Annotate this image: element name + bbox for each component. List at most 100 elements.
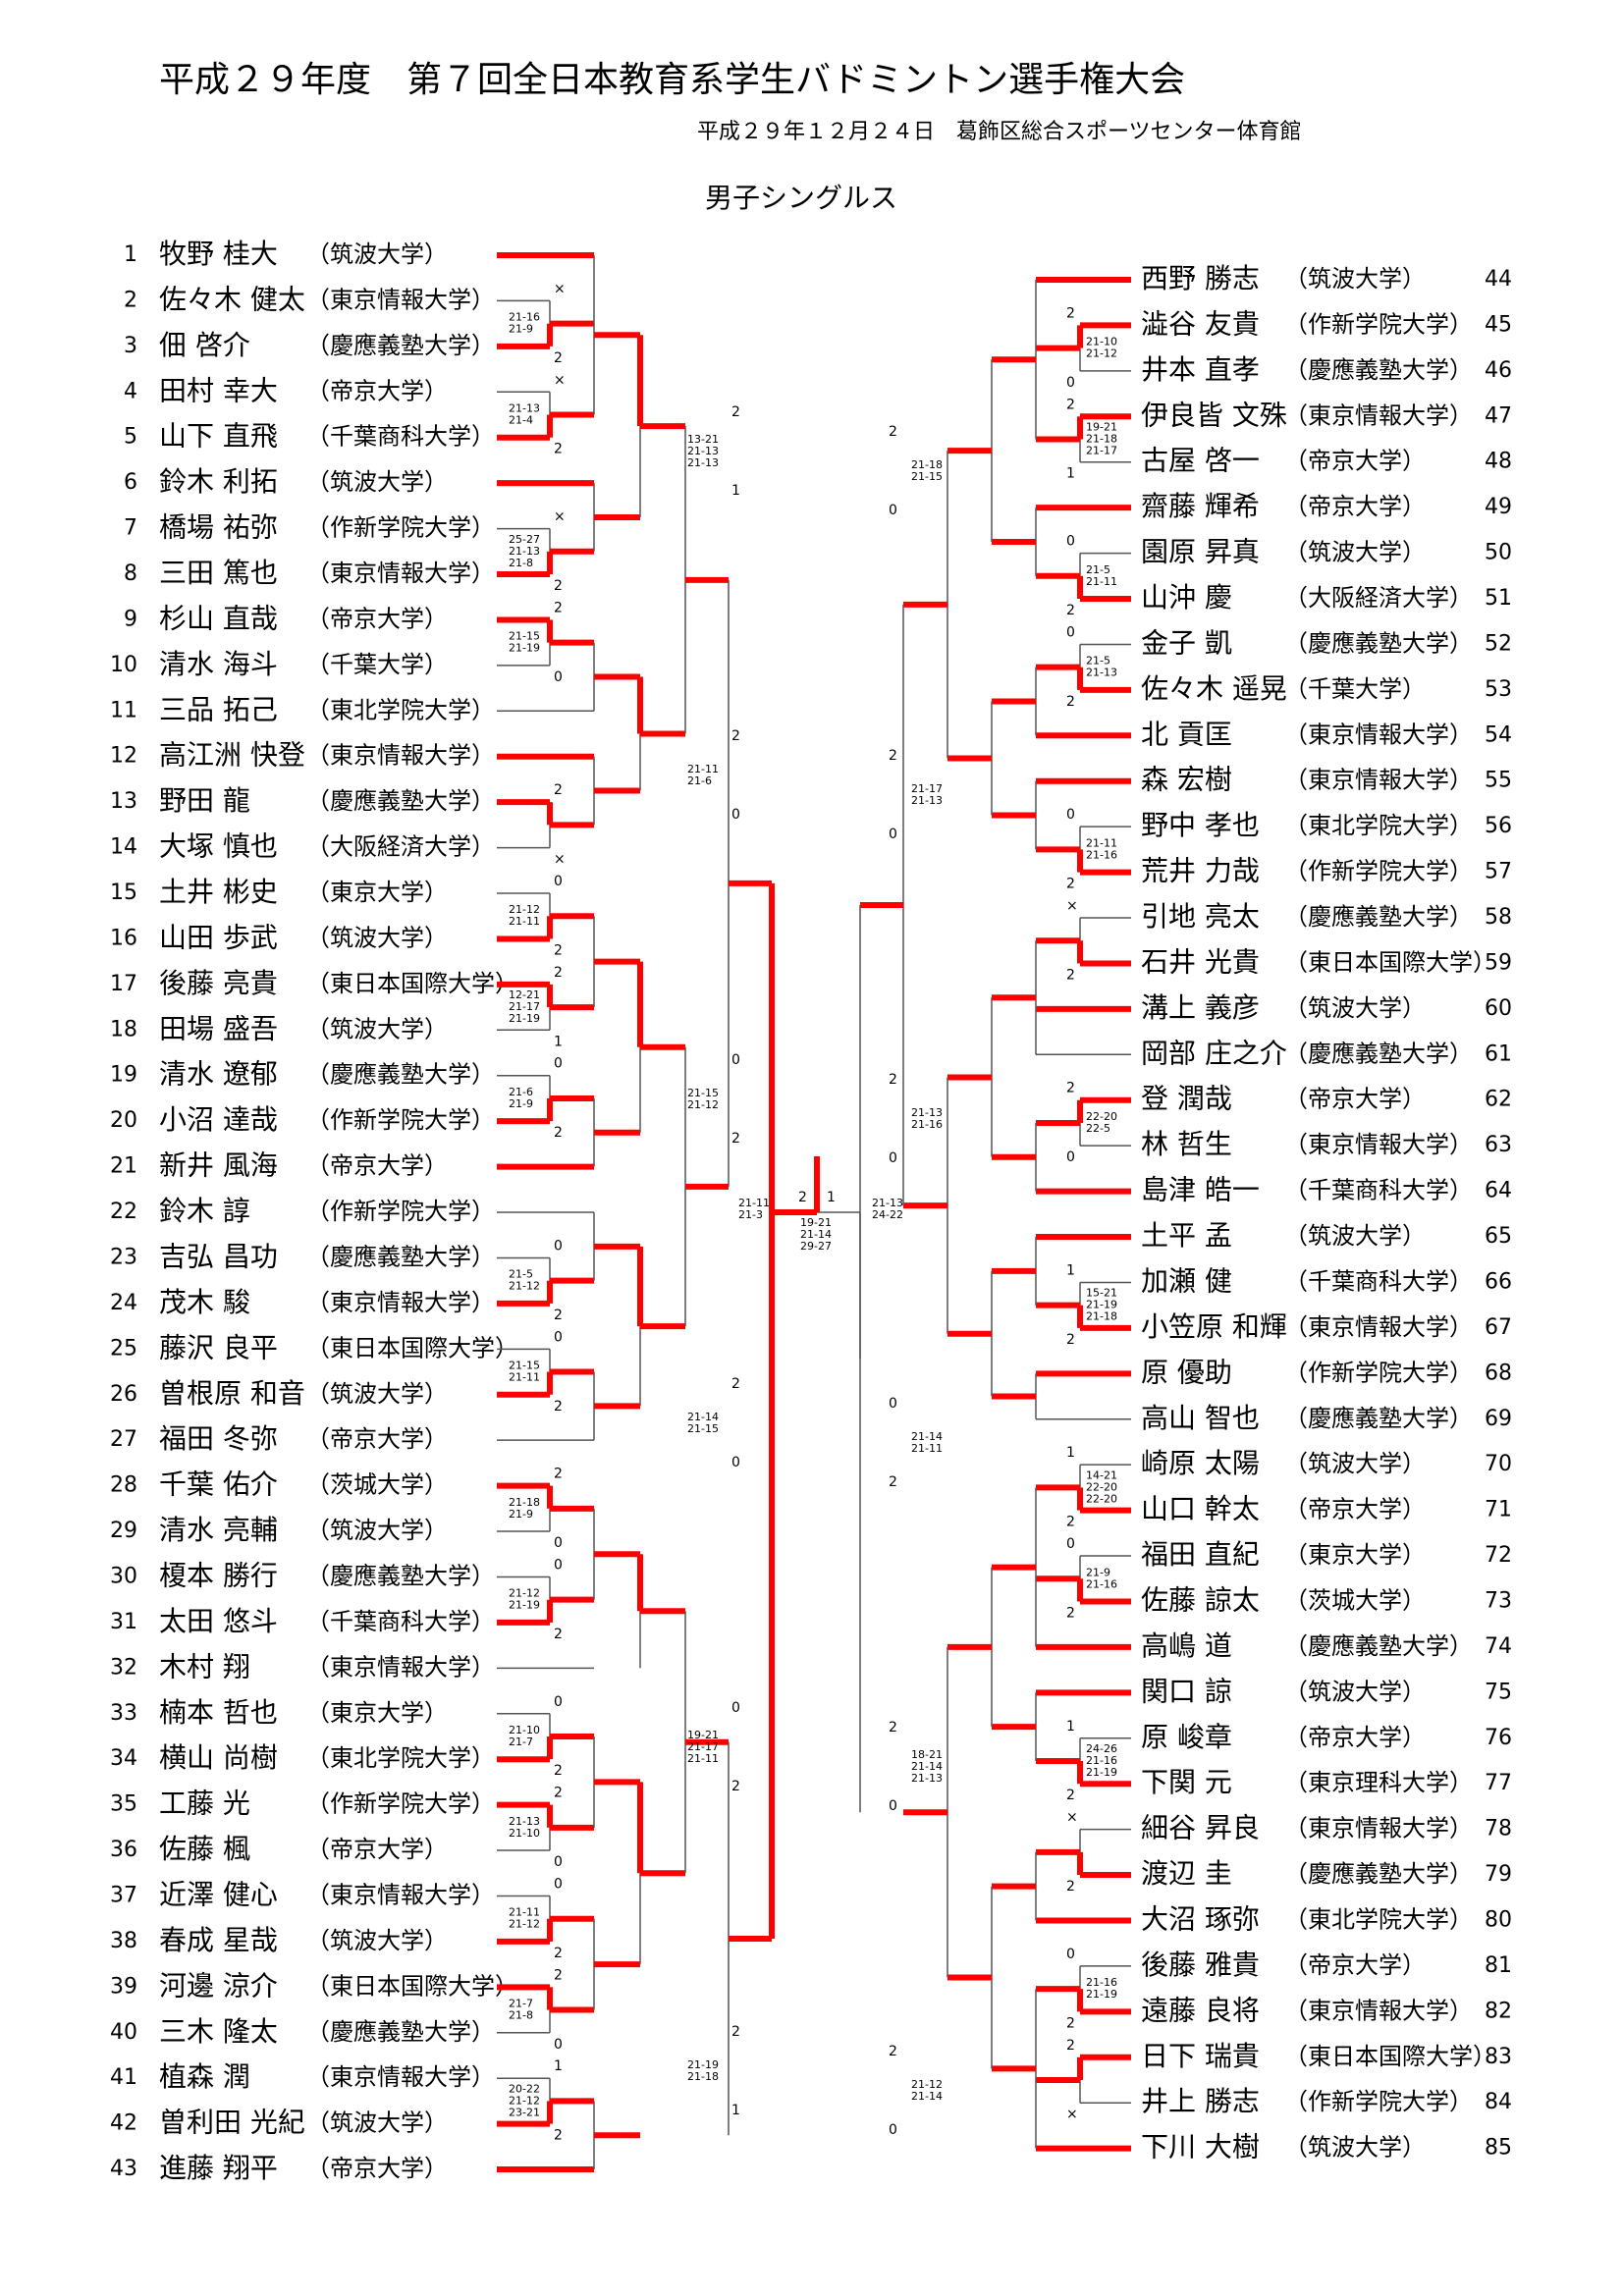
match-score: 21-9 [509,1508,533,1521]
player-number: 70 [1485,1452,1512,1476]
match-score: 24-26 [1086,1742,1117,1755]
player-affiliation: （慶應義塾大学） [306,1243,495,1270]
player-name: 後藤 亮貴 [159,967,278,999]
player-number: 83 [1485,2045,1512,2069]
player-number: 54 [1485,722,1512,747]
player-number: 3 [124,334,137,358]
player-affiliation: （慶應義塾大学） [1284,1040,1473,1067]
player-number: 57 [1485,860,1512,884]
player-name: 吉弘 昌功 [159,1240,278,1272]
player-number: 72 [1485,1543,1512,1568]
player-name: 田村 幸大 [159,374,278,406]
player-affiliation: （筑波大学） [306,1015,448,1042]
match-mark: 2 [1066,1788,1075,1803]
match-score: 21-11 [509,1906,540,1919]
match-score: 21-18 [1086,433,1117,446]
match-score: 22-20 [1086,1492,1117,1505]
player-name: 鈴木 諄 [159,1195,250,1227]
player-number: 29 [110,1519,137,1543]
player-number: 48 [1485,450,1512,474]
player-affiliation: （東北学院大学） [306,1744,495,1772]
player-affiliation: （帝京大学） [306,1425,448,1453]
player-name: 清水 遼郁 [159,1058,278,1091]
match-score: 19-21 [1086,421,1117,434]
match-mark: 0 [731,1700,740,1716]
match-mark: 0 [554,2037,563,2053]
player-name: 横山 尚樹 [159,1741,278,1774]
player-number: 52 [1485,631,1512,656]
match-score: 21-15 [687,1422,719,1435]
player-name: 園原 昇真 [1141,536,1260,568]
player-affiliation: （東京情報大学） [1284,1131,1473,1158]
match-score: 21-15 [509,630,540,643]
player-affiliation: （東京情報大学） [306,2063,495,2091]
event-name: 男子シングルス [705,182,898,214]
player-name: 三品 拓己 [159,693,278,725]
match-score: 21-19 [509,1599,540,1612]
player-name: 山沖 慶 [1141,581,1232,614]
match-score: 21-18 [1086,1310,1117,1323]
player-number: 25 [110,1336,137,1361]
player-number: 22 [110,1200,137,1224]
player-number: 14 [110,835,137,860]
match-score: 22-20 [1086,1480,1117,1493]
player-name: 齋藤 輝希 [1141,490,1260,522]
player-name: 石井 光貴 [1141,945,1260,978]
final-score: 24-22 [872,1208,903,1221]
match-mark: 0 [1066,624,1075,640]
match-mark: 0 [554,1056,563,1072]
match-mark: 2 [1066,1081,1075,1096]
player-name: 河邊 涼介 [159,1969,278,2002]
player-name: 曽利田 光紀 [159,2107,305,2139]
final-score: 19-21 [800,1216,832,1229]
match-mark: 2 [731,1131,740,1147]
player-number: 58 [1485,905,1512,930]
player-affiliation: （慶應義塾大学） [306,1562,495,1589]
player-number: 36 [110,1838,137,1862]
player-affiliation: （東京情報大学） [306,286,495,313]
player-name: 原 優助 [1141,1356,1232,1388]
player-number: 34 [110,1746,137,1771]
match-mark: 2 [554,1467,563,1482]
player-number: 59 [1485,950,1512,975]
match-mark: 0 [554,669,563,685]
match-mark: 1 [1066,1262,1075,1278]
match-score: 21-12 [1086,347,1117,360]
match-score: 14-21 [1086,1468,1117,1481]
match-score: 21-17 [509,1000,540,1013]
player-name: 岡部 庄之介 [1141,1037,1287,1069]
player-number: 85 [1485,2136,1512,2161]
player-affiliation: （筑波大学） [1284,2134,1426,2162]
match-score: 21-13 [509,545,540,558]
player-number: 33 [110,1701,137,1726]
player-number: 2 [124,288,137,312]
match-score: 21-10 [509,1827,540,1840]
player-name: 山田 歩武 [159,921,278,953]
player-name: 杉山 直哉 [159,602,278,634]
player-name: 植森 潤 [159,2060,250,2093]
player-number: 1 [124,242,137,267]
player-number: 77 [1485,1771,1512,1795]
player-affiliation: （千葉商科大学） [1284,1267,1473,1295]
match-score: 21-12 [509,2094,540,2107]
player-affiliation: （東京情報大学） [1284,1997,1473,2024]
player-affiliation: （筑波大学） [1284,994,1426,1022]
match-mark: 0 [554,1694,563,1710]
match-score: 21-13 [687,445,719,457]
player-number: 26 [110,1382,137,1407]
player-affiliation: （作新学院大学） [1284,858,1473,885]
player-number: 10 [110,653,137,677]
match-score: 21-8 [509,557,533,569]
player-name: 茂木 駿 [159,1286,250,1318]
player-affiliation: （筑波大学） [306,1517,448,1544]
match-mark: 0 [731,807,740,823]
match-mark: 0 [889,1396,897,1412]
match-score: 21-14 [911,1430,943,1443]
player-number: 16 [110,926,137,950]
player-number: 32 [110,1655,137,1680]
player-affiliation: （東日本国際大学） [306,1334,518,1362]
player-affiliation: （東京大学） [1284,1541,1426,1569]
player-name: 佃 啓介 [159,329,250,361]
player-name: 伊良皆 文殊 [1141,399,1287,431]
player-number: 80 [1485,1907,1512,1932]
